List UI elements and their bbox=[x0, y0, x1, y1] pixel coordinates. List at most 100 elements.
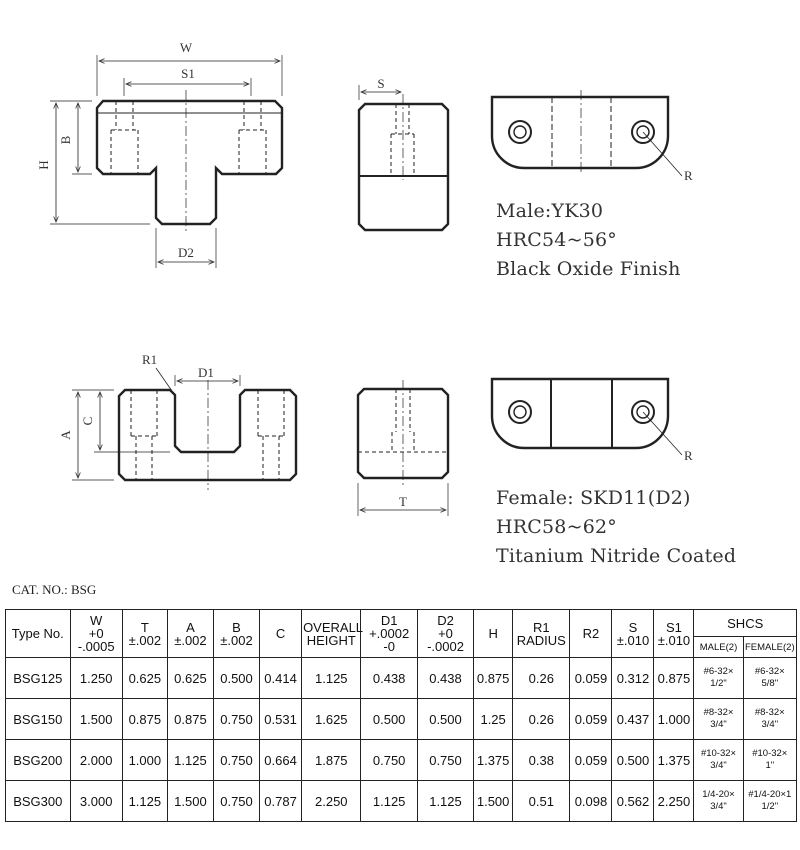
cell-type: BSG300 bbox=[5, 780, 71, 822]
header-c: C bbox=[259, 609, 303, 658]
dim-w-label: W bbox=[180, 40, 193, 55]
cell-a: 1.500 bbox=[166, 780, 214, 822]
female-front-view: D1 R1 C A bbox=[58, 352, 298, 490]
cell-w: 1.500 bbox=[69, 698, 123, 740]
dim-b-label: B bbox=[58, 135, 73, 144]
header-b: B±.002 bbox=[212, 609, 261, 658]
cell-d2: 0.500 bbox=[416, 698, 475, 740]
cell-r2: 0.059 bbox=[569, 698, 613, 740]
dim-d2-label: D2 bbox=[178, 245, 194, 260]
dim-c-label: C bbox=[80, 417, 95, 426]
dim-a-label: A bbox=[58, 430, 73, 440]
female-side-view: T bbox=[356, 380, 450, 516]
dim-r1-label: R1 bbox=[142, 352, 157, 367]
cell-d2: 0.750 bbox=[416, 739, 475, 781]
cell-w: 1.250 bbox=[69, 657, 123, 699]
cell-b: 0.750 bbox=[212, 780, 261, 822]
female-spec: Female: SKD11(D2) HRC58~62° Titanium Nit… bbox=[496, 484, 736, 571]
cell-d1: 0.438 bbox=[360, 657, 418, 699]
cell-b: 0.500 bbox=[212, 657, 261, 699]
cell-w: 2.000 bbox=[69, 739, 123, 781]
dim-s-label: S bbox=[377, 76, 384, 91]
cell-female: #8-32×3/4" bbox=[742, 698, 798, 740]
spec-table: Type No. W+0-.0005 T±.002 A±.002 B±.002 … bbox=[5, 609, 798, 822]
female-top-view: R bbox=[490, 377, 693, 463]
table-row: BSG200 2.000 1.000 1.125 0.750 0.664 1.8… bbox=[5, 739, 798, 781]
cell-t: 1.000 bbox=[121, 739, 168, 781]
female-finish: Titanium Nitride Coated bbox=[496, 545, 737, 567]
cell-s: 0.562 bbox=[611, 780, 655, 822]
cell-d1: 0.750 bbox=[360, 739, 418, 781]
technical-drawings: W S1 B H D2 bbox=[36, 40, 693, 516]
cell-w: 3.000 bbox=[69, 780, 123, 822]
header-female: FEMALE(2) bbox=[742, 636, 798, 658]
table-row: BSG300 3.000 1.125 1.500 0.750 0.787 2.2… bbox=[5, 780, 798, 822]
header-s1: S1±.010 bbox=[653, 609, 695, 658]
cell-c: 0.664 bbox=[259, 739, 303, 781]
cell-t: 1.125 bbox=[121, 780, 168, 822]
male-spec: Male:YK30 HRC54~56° Black Oxide Finish bbox=[496, 197, 681, 284]
female-material: Female: SKD11(D2) bbox=[496, 487, 691, 509]
header-d1: D1+.0002-0 bbox=[360, 609, 418, 658]
cell-r1: 0.51 bbox=[512, 780, 571, 822]
cell-c: 0.414 bbox=[259, 657, 303, 699]
table-row: BSG150 1.500 0.875 0.875 0.750 0.531 1.6… bbox=[5, 698, 798, 740]
dim-s1-label: S1 bbox=[181, 66, 195, 81]
cell-overall: 1.125 bbox=[301, 657, 362, 699]
male-side-view: S bbox=[357, 76, 450, 232]
cell-r2: 0.098 bbox=[569, 780, 613, 822]
dim-h-label: H bbox=[36, 160, 51, 169]
cell-male: #8-32×3/4" bbox=[693, 698, 744, 740]
cell-s: 0.312 bbox=[611, 657, 655, 699]
cell-h: 1.375 bbox=[473, 739, 514, 781]
cell-d1: 0.500 bbox=[360, 698, 418, 740]
cell-t: 0.625 bbox=[121, 657, 168, 699]
cell-b: 0.750 bbox=[212, 698, 261, 740]
cell-c: 0.787 bbox=[259, 780, 303, 822]
female-hardness: HRC58~62° bbox=[496, 516, 617, 538]
cell-b: 0.750 bbox=[212, 739, 261, 781]
male-top-view: R bbox=[490, 90, 693, 183]
cell-type: BSG150 bbox=[5, 698, 71, 740]
header-male: MALE(2) bbox=[693, 636, 744, 658]
cell-male: #10-32×3/4" bbox=[693, 739, 744, 781]
cell-d2: 1.125 bbox=[416, 780, 475, 822]
dim-r-male-label: R bbox=[684, 168, 693, 183]
cell-r1: 0.38 bbox=[512, 739, 571, 781]
dim-d1-label: D1 bbox=[198, 365, 214, 380]
cell-s1: 0.875 bbox=[653, 657, 695, 699]
male-material: Male:YK30 bbox=[496, 200, 604, 222]
cell-a: 0.875 bbox=[166, 698, 214, 740]
cell-h: 1.25 bbox=[473, 698, 514, 740]
cell-t: 0.875 bbox=[121, 698, 168, 740]
cell-overall: 1.875 bbox=[301, 739, 362, 781]
catalog-label: CAT. NO.: BSG bbox=[12, 582, 97, 597]
male-hardness: HRC54~56° bbox=[496, 229, 617, 251]
cell-r1: 0.26 bbox=[512, 657, 571, 699]
male-finish: Black Oxide Finish bbox=[496, 258, 681, 280]
cell-a: 1.125 bbox=[166, 739, 214, 781]
cell-male: 1/4-20×3/4" bbox=[693, 780, 744, 822]
cell-r2: 0.059 bbox=[569, 657, 613, 699]
cell-s: 0.500 bbox=[611, 739, 655, 781]
cell-overall: 2.250 bbox=[301, 780, 362, 822]
header-r2: R2 bbox=[569, 609, 613, 658]
header-w: W+0-.0005 bbox=[69, 609, 123, 658]
cell-h: 0.875 bbox=[473, 657, 514, 699]
table-row: BSG125 1.250 0.625 0.625 0.500 0.414 1.1… bbox=[5, 657, 798, 699]
cell-overall: 1.625 bbox=[301, 698, 362, 740]
header-s: S±.010 bbox=[611, 609, 655, 658]
header-type-no: Type No. bbox=[5, 609, 71, 658]
cell-female: #6-32×5/8" bbox=[742, 657, 798, 699]
cell-d2: 0.438 bbox=[416, 657, 475, 699]
cell-female: #10-32×1" bbox=[742, 739, 798, 781]
cell-type: BSG200 bbox=[5, 739, 71, 781]
dim-r-female-label: R bbox=[684, 448, 693, 463]
cell-h: 1.500 bbox=[473, 780, 514, 822]
header-d2: D2+0-.0002 bbox=[416, 609, 475, 658]
cell-type: BSG125 bbox=[5, 657, 71, 699]
header-h: H bbox=[473, 609, 514, 658]
